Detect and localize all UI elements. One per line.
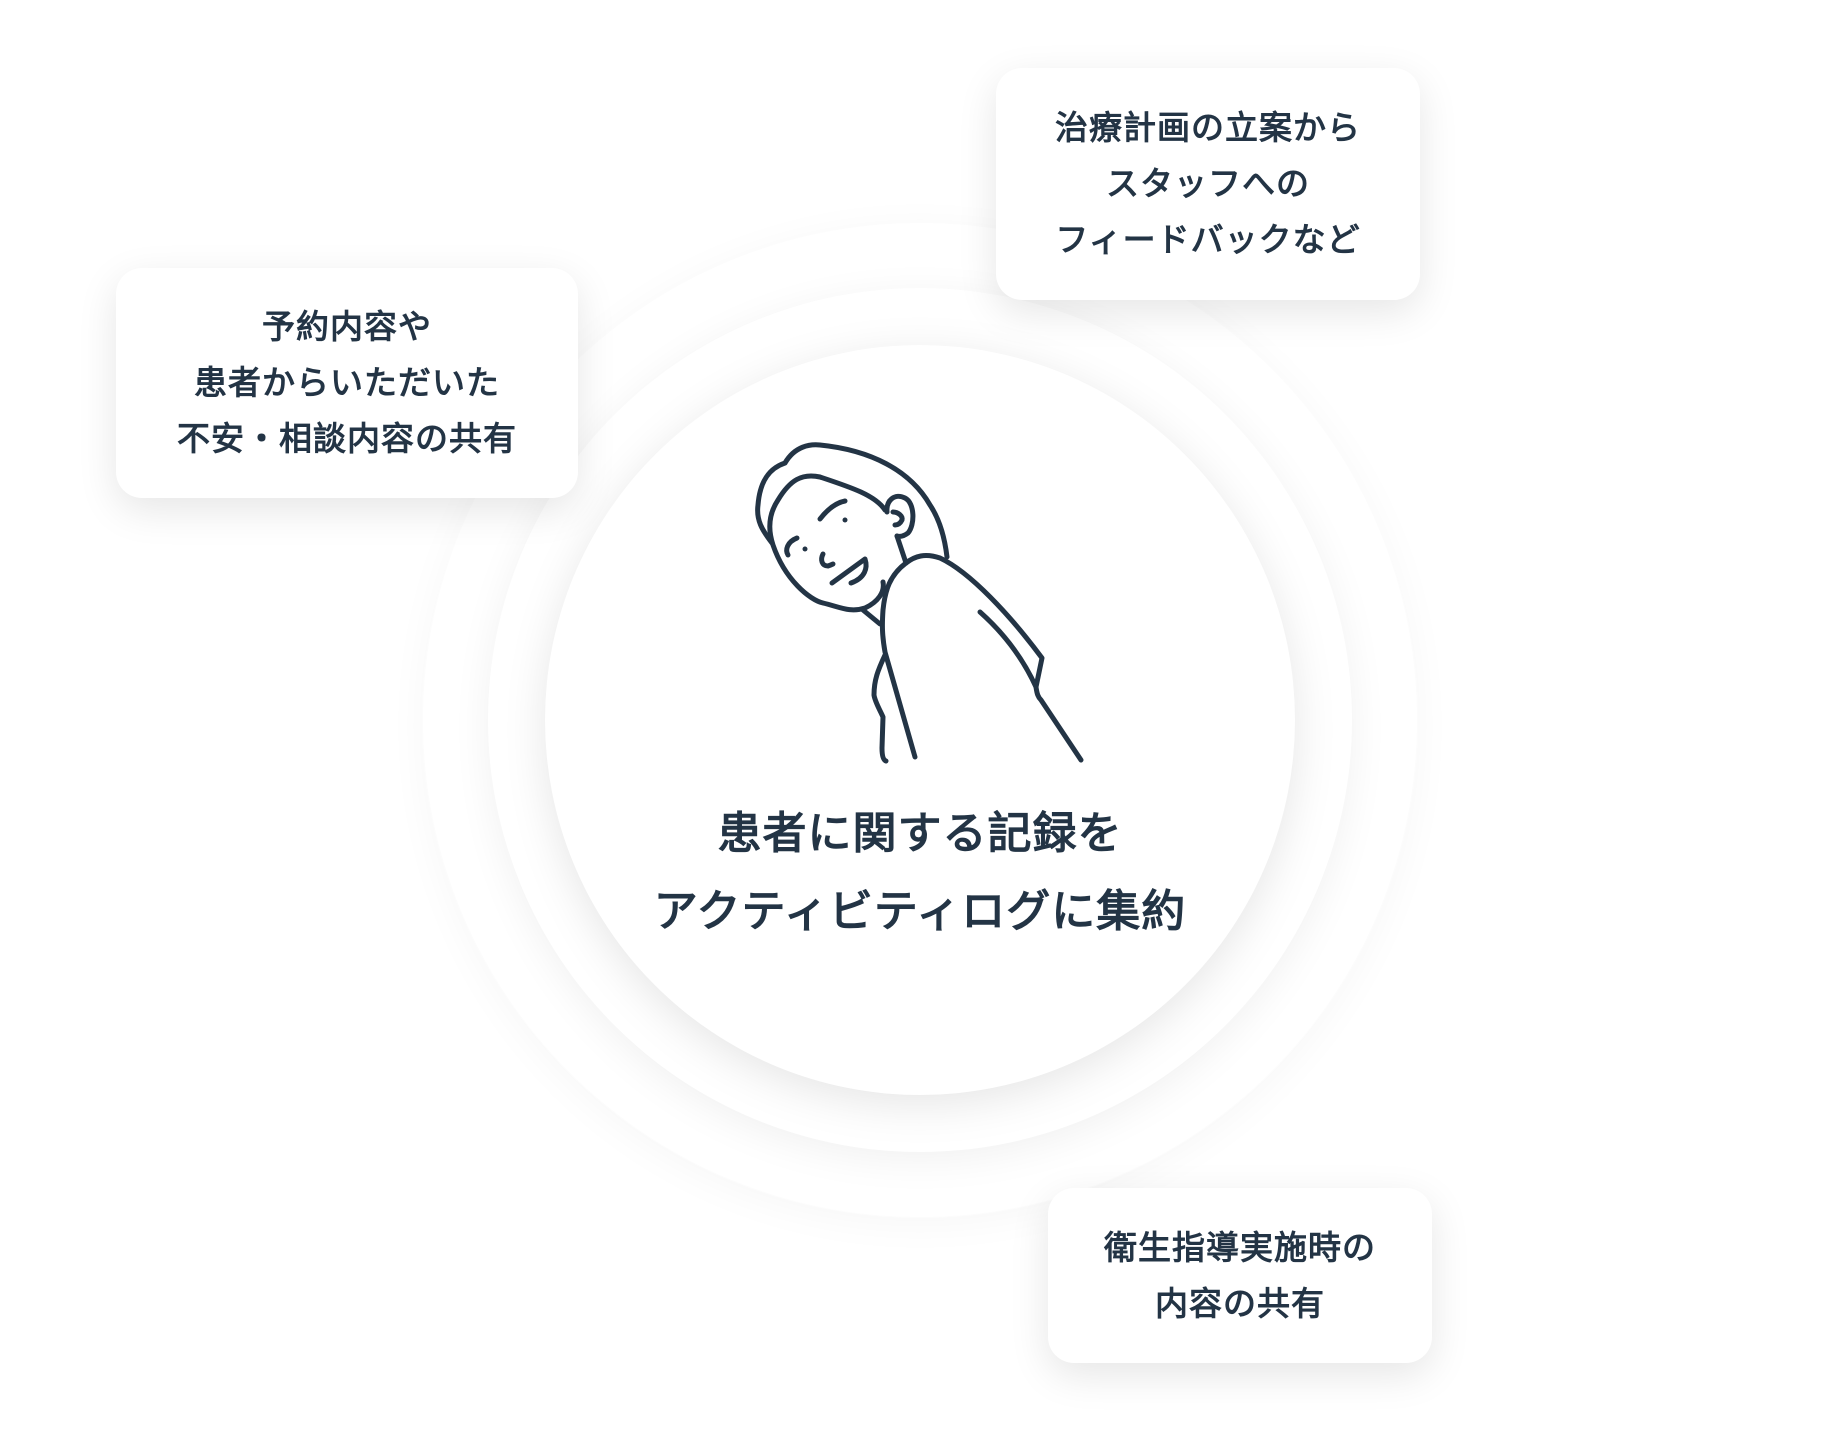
card-text-line: 内容の共有 <box>1155 1283 1325 1323</box>
center-headline: 患者に関する記録を アクティビティログに集約 <box>545 795 1295 951</box>
person-leaning-icon <box>755 442 1084 764</box>
center-circle <box>545 345 1295 1095</box>
card-text-line: 予約内容や <box>262 307 432 346</box>
card-hygiene-guidance: 衛生指導実施時の 内容の共有 <box>1048 1188 1432 1363</box>
card-reservation-sharing: 予約内容や 患者からいただいた 不安・相談内容の共有 <box>116 268 578 498</box>
card-text-line: 治療計画の立案から <box>1055 108 1361 147</box>
card-treatment-plan: 治療計画の立案から スタッフへの フィードバックなど <box>996 68 1420 300</box>
card-text-line: スタッフへの <box>1106 164 1310 203</box>
center-headline-line-2: アクティビティログに集約 <box>653 886 1187 937</box>
center-headline-line-1: 患者に関する記録を <box>717 808 1123 859</box>
card-text-line: 患者からいただいた <box>194 363 500 402</box>
card-text-line: フィードバックなど <box>1055 220 1361 259</box>
card-text-line: 衛生指導実施時の <box>1104 1227 1376 1267</box>
card-text-line: 不安・相談内容の共有 <box>177 419 517 458</box>
